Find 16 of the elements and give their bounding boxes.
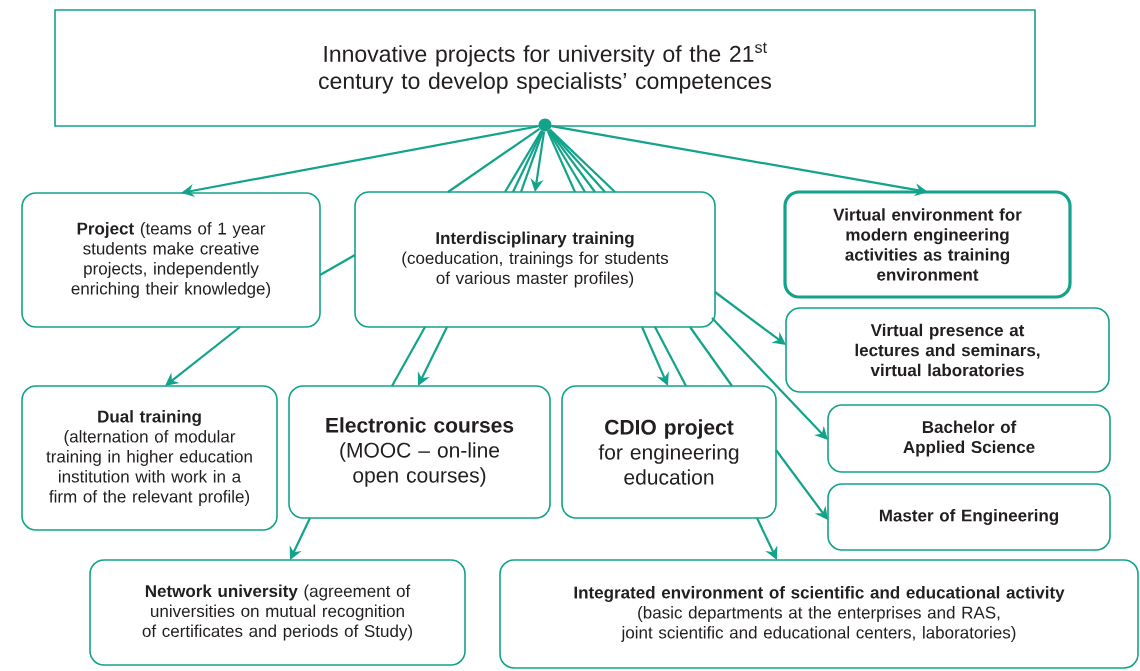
arrow: [711, 317, 828, 440]
arrow: [165, 326, 241, 386]
rounded-box: Dual training (alternation of modular training in higher education institution with work in a firm of the relevant profile): [21, 385, 278, 531]
rounded-box: Master of Engineering: [827, 483, 1111, 551]
rounded-box: Interdisciplinary training (coeducation, trainings for students of various master profiles): [354, 191, 716, 328]
rounded-box: Electronic courses (MOOC – on-line open courses): [288, 385, 551, 519]
rounded-box: Bachelor of Applied Science: [827, 404, 1111, 473]
title-box: Innovative projects for university of the 21$^{st}$ century to develop specialists’ competences: [54, 9, 1036, 127]
arrow: [775, 449, 828, 520]
rounded-box: Virtual environment for modern engineering activities as training environment: [783, 190, 1072, 299]
arrow: [714, 291, 786, 345]
rounded-box: Virtual presence at lectures and seminars, virtual laboratories: [785, 307, 1110, 393]
rounded-box: Integrated environment of scientific and educational activity (basic departments at the enterprises and RAS, joint scientific and educational centers, laboratories): [499, 559, 1139, 669]
rounded-box: CDIO project for engineering education: [561, 385, 777, 519]
rounded-box: Project (teams of 1 year students make creative projects, independently enriching their knowledge): [21, 192, 321, 328]
rounded-box: Network university (agreement of universities on mutual recognition of certificates and periods of Study): [89, 559, 466, 666]
